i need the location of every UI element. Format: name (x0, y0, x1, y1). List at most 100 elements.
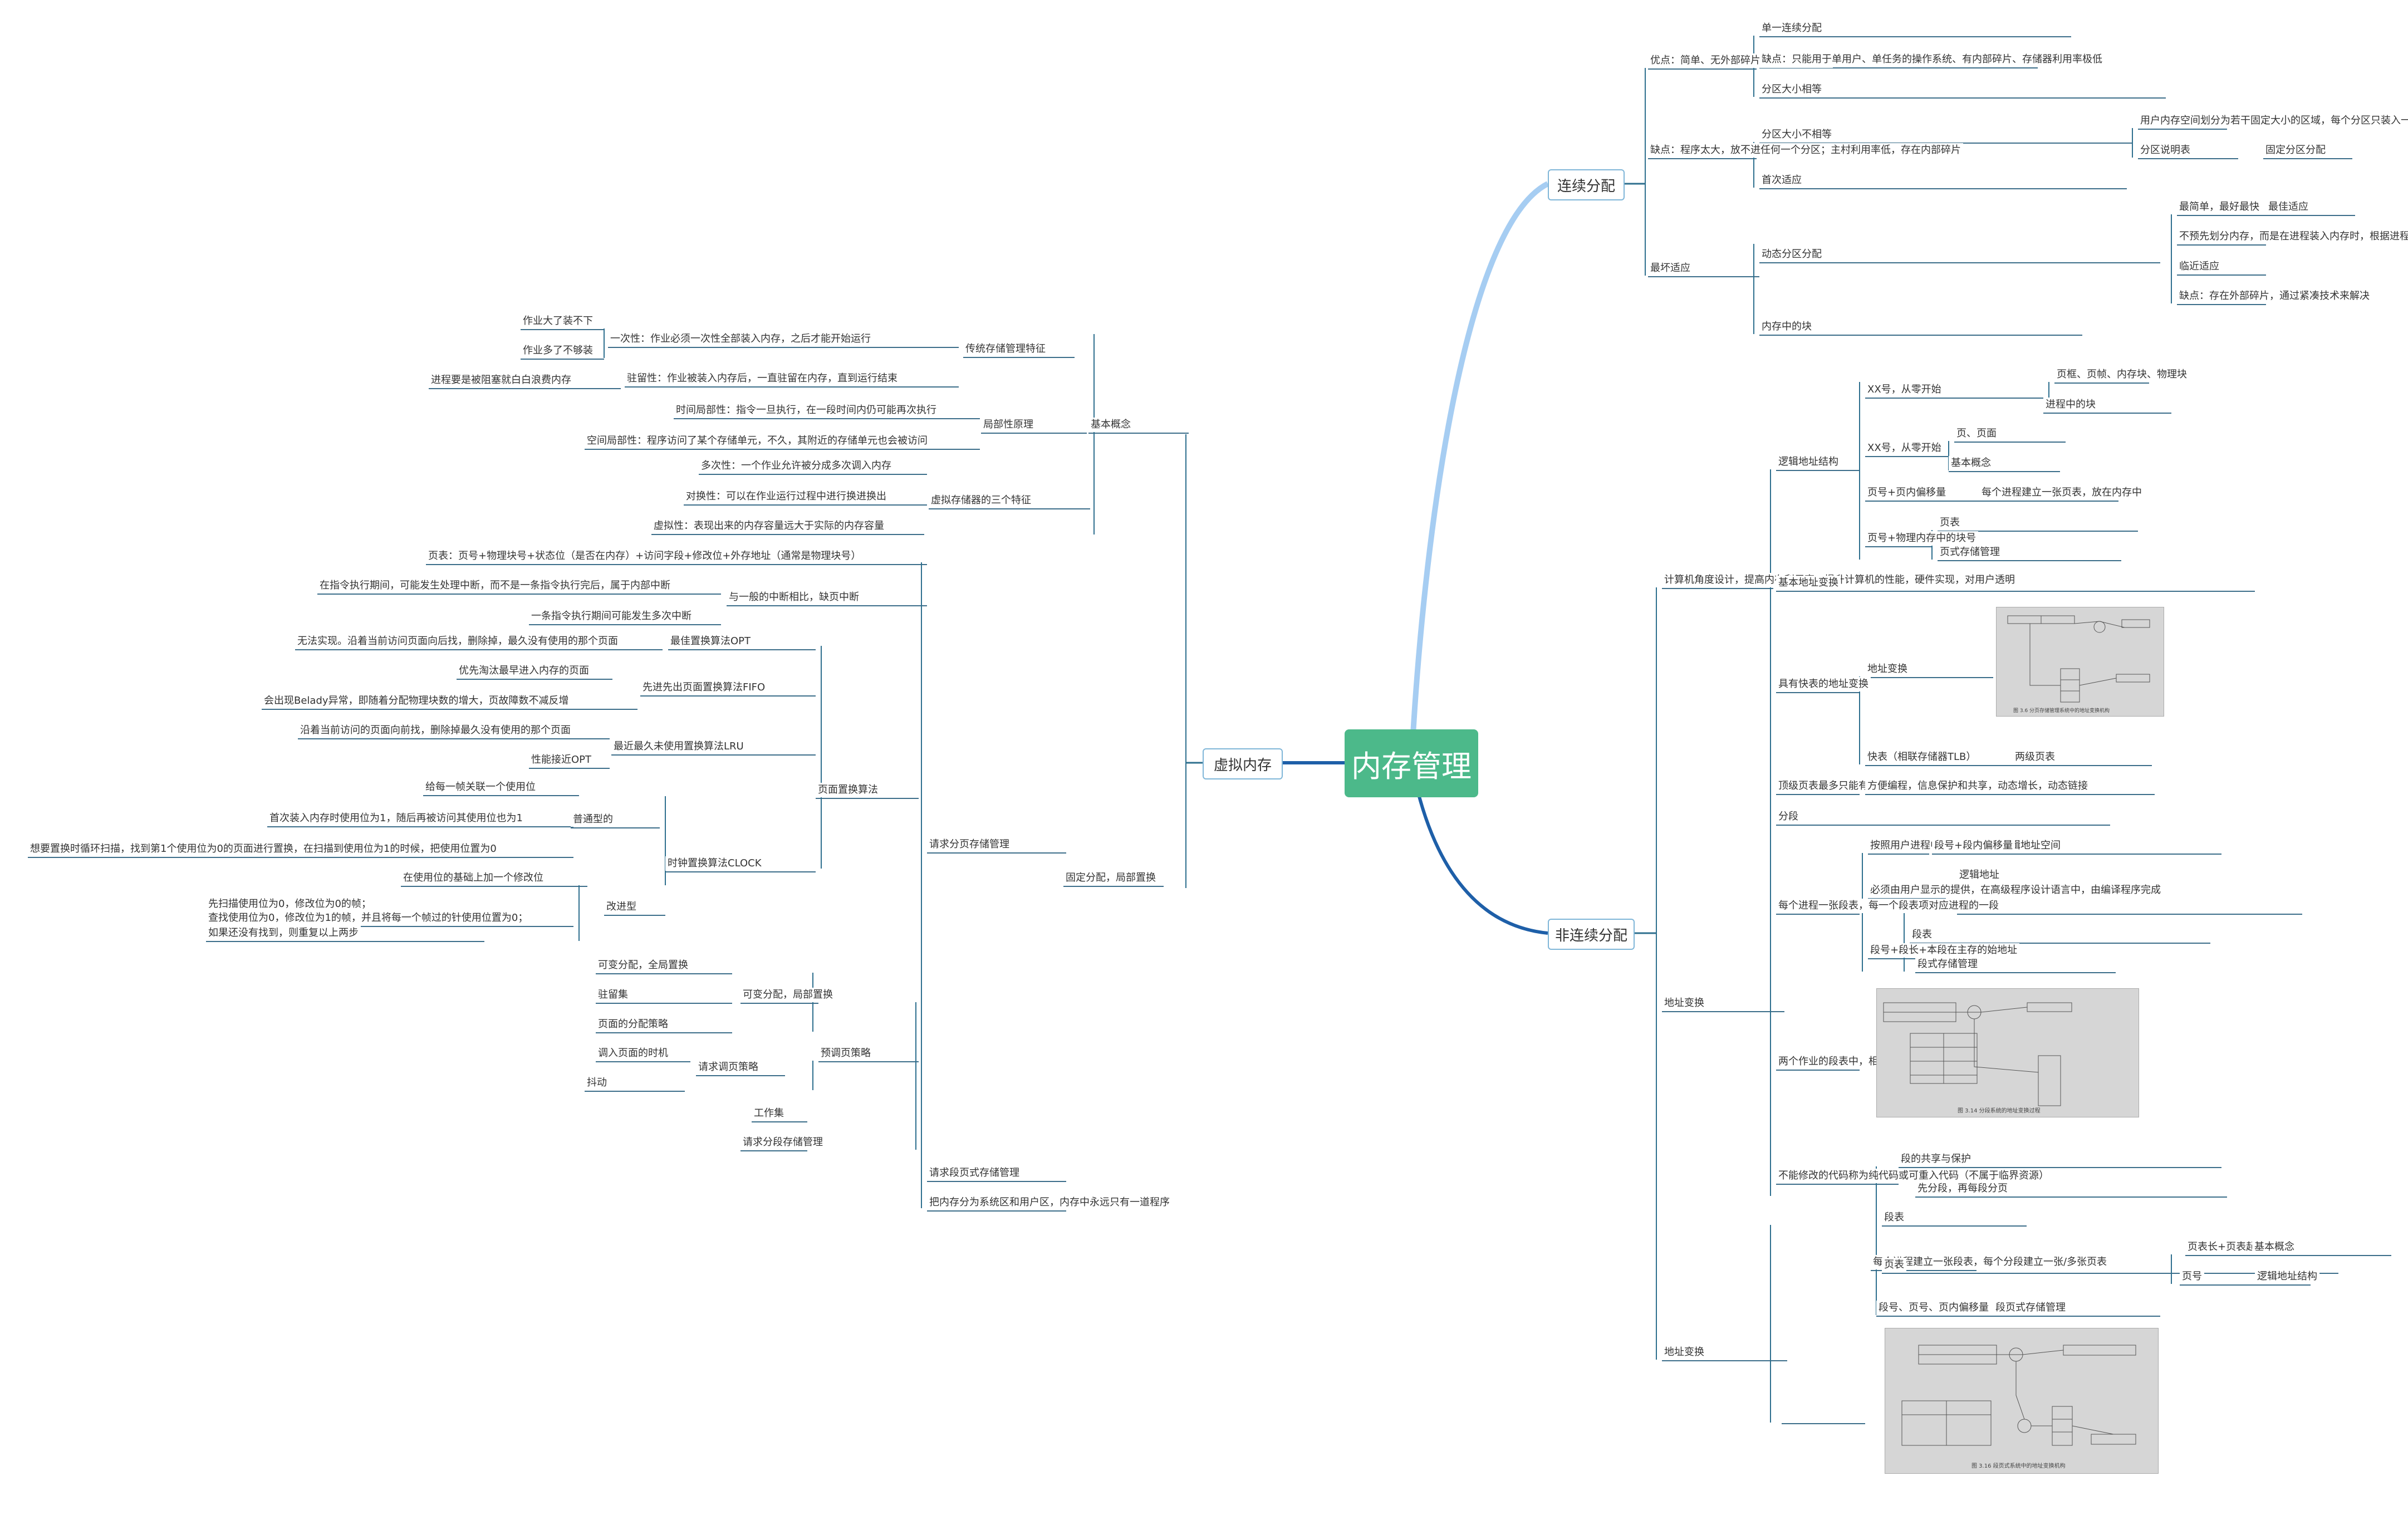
node-52[interactable]: 单一连续分配 (1759, 21, 1824, 36)
node-10[interactable]: 多次性：一个作业允许被分成多次调入内存 (699, 459, 894, 473)
node-29[interactable]: 首次装入内存时使用位为1，随后再被访问其使用位也为1 (267, 811, 525, 826)
node-67[interactable]: 临近适应 (2177, 259, 2221, 274)
node-36[interactable]: 如果还没有找到，则重复以上两步 (206, 926, 361, 940)
node-83[interactable]: 基本地址变换 (1776, 576, 1841, 590)
node-41[interactable]: 驻留集 (596, 988, 630, 1002)
node-6[interactable]: 时间局部性：指令一旦执行，在一段时间内仍可能再次执行 (674, 403, 939, 418)
node-30[interactable]: 时钟置换算法CLOCK (665, 856, 764, 871)
node-3[interactable]: 传统存储管理特征 (963, 342, 1048, 356)
node-105[interactable]: 段表 (1882, 1210, 1906, 1225)
node-0[interactable]: 作业大了装不下 (521, 314, 595, 328)
node-39[interactable]: 固定分配，局部置换 (1063, 871, 1158, 885)
node-63[interactable]: 最佳适应 (2266, 200, 2311, 214)
node-111[interactable]: 逻辑地址结构 (2255, 1269, 2319, 1284)
node-110[interactable]: 页号 (2180, 1269, 2204, 1284)
node-26[interactable]: 页面置换算法 (816, 783, 880, 797)
node-54[interactable]: 缺点：只能用于单用户、单任务的操作系统、有内部碎片、存储器利用率极低 (1759, 52, 2105, 67)
node-77[interactable]: 页号+页内偏移量 (1865, 486, 1949, 500)
node-72[interactable]: 进程中的块 (2043, 398, 2098, 412)
node-61[interactable]: 首次适应 (1759, 173, 1804, 188)
node-107[interactable]: 基本概念 (2252, 1240, 2297, 1254)
node-114[interactable]: 地址变换 (1662, 1345, 1706, 1360)
node-32[interactable]: 在使用位的基础上加一个修改位 (401, 871, 546, 885)
node-16[interactable]: 与一般的中断相比，缺页中断 (727, 590, 861, 605)
node-24[interactable]: 最近最久未使用置换算法LRU (611, 739, 746, 754)
node-89[interactable]: 方便编程，信息保护和共享，动态增长，动态链接 (1865, 779, 2090, 793)
node-56[interactable]: 用户内存空间划分为若干固定大小的区域，每个分区只装入一道作业 (2138, 114, 2408, 128)
node-112[interactable]: 段号、页号、页内偏移量 (1876, 1301, 1991, 1315)
node-11[interactable]: 对换性：可以在作业运行过程中进行换进换出 (684, 489, 889, 504)
node-85[interactable]: 具有快表的地址变换 (1776, 677, 1871, 692)
node-80[interactable]: 页号+物理内存中的块号 (1865, 531, 1979, 546)
node-97[interactable]: 段表 (1910, 928, 1934, 942)
node-48[interactable]: 工作集 (752, 1106, 786, 1121)
node-104[interactable]: 先分段，再每段分页 (1915, 1181, 2010, 1196)
node-60[interactable]: 缺点：程序太大，放不进任何一个分区；主村利用率低，存在内部碎片 (1648, 143, 1963, 158)
node-7[interactable]: 局部性原理 (981, 418, 1036, 432)
node-66[interactable]: 最坏适应 (1648, 261, 1693, 276)
node-78[interactable]: 每个进程建立一张页表，放在内存中 (1979, 486, 2144, 500)
node-42[interactable]: 可变分配，局部置换 (740, 988, 835, 1002)
node-87[interactable]: 两级页表 (2013, 750, 2057, 764)
branch-contiguous[interactable]: 连续分配 (1548, 169, 1625, 200)
node-15[interactable]: 在指令执行期间，可能发生处理中断，而不是一条指令执行完后，属于内部中断 (317, 578, 673, 593)
node-57[interactable]: 分区大小不相等 (1759, 128, 1834, 142)
node-68[interactable]: 缺点：存在外部碎片，通过紧凑技术来解决 (2177, 289, 2372, 303)
node-43[interactable]: 页面的分配策略 (596, 1017, 670, 1032)
node-17[interactable]: 一条指令执行期间可能发生多次中断 (529, 609, 694, 624)
node-100[interactable]: 地址变换 (1662, 996, 1706, 1011)
node-51[interactable]: 把内存分为系统区和用户区，内存中永远只有一道程序 (927, 1195, 1172, 1210)
node-59[interactable]: 固定分区分配 (2263, 143, 2328, 158)
node-50[interactable]: 请求段页式存储管理 (927, 1166, 1022, 1180)
node-21[interactable]: 先进先出页面置换算法FIFO (640, 680, 768, 695)
node-109[interactable]: 页表 (1882, 1258, 1906, 1272)
node-96[interactable]: 每个进程一张段表，每一个段表项对应进程的一段 (1776, 899, 2001, 913)
node-20[interactable]: 优先淘汰最早进入内存的页面 (457, 664, 591, 678)
node-22[interactable]: 会出现Belady异常，即随着分配物理块数的增大，页故障数不减反增 (262, 694, 571, 708)
node-8[interactable]: 基本概念 (1088, 418, 1133, 432)
node-98[interactable]: 段号+段长+本段在主存的始地址 (1868, 943, 2020, 958)
node-99[interactable]: 段式存储管理 (1915, 957, 1980, 972)
node-19[interactable]: 最佳置换算法OPT (668, 634, 753, 649)
node-58[interactable]: 分区说明表 (2138, 143, 2193, 158)
node-1[interactable]: 作业多了不够装 (521, 344, 595, 358)
node-28[interactable]: 普通型的 (571, 812, 615, 827)
node-23[interactable]: 沿着当前访问的页面向前找，删除掉最久没有使用的那个页面 (298, 723, 573, 738)
node-69[interactable]: 内存中的块 (1759, 320, 1814, 334)
node-2[interactable]: 一次性：作业必须一次性全部装入内存，之后才能开始运行 (608, 332, 873, 346)
node-75[interactable]: 基本概念 (1949, 456, 1993, 470)
node-113[interactable]: 段页式存储管理 (1993, 1301, 2068, 1315)
node-49[interactable]: 请求分段存储管理 (740, 1135, 825, 1150)
node-71[interactable]: XX号，从零开始 (1865, 382, 1944, 397)
node-25[interactable]: 性能接近OPT (529, 753, 594, 767)
branch-noncontiguous[interactable]: 非连续分配 (1548, 919, 1635, 950)
node-84[interactable]: 地址变换 (1865, 662, 1910, 676)
node-94[interactable]: 必须由用户显示的提供，在高级程序设计语言中，由编译程序完成 (1868, 883, 2163, 898)
node-45[interactable]: 调入页面的时机 (596, 1046, 670, 1061)
node-86[interactable]: 快表（相联存储器TLB） (1865, 750, 1979, 764)
node-44[interactable]: 预调页策略 (818, 1046, 873, 1061)
node-93[interactable]: 逻辑地址 (1957, 868, 2002, 882)
node-5[interactable]: 驻留性：作业被装入内存后，一直驻留在内存，直到运行结束 (625, 371, 900, 386)
node-108[interactable]: 每个进程建立一张段表，每个分段建立一张/多张页表 (1871, 1255, 2110, 1269)
node-74[interactable]: XX号，从零开始 (1865, 441, 1944, 455)
branch-virtual-memory[interactable]: 虚拟内存 (1203, 748, 1283, 779)
node-37[interactable]: 请求分页存储管理 (927, 837, 1012, 852)
node-47[interactable]: 抖动 (585, 1076, 609, 1090)
node-35[interactable]: 改进型 (604, 900, 639, 914)
node-90[interactable]: 分段 (1776, 810, 1801, 824)
node-65[interactable]: 动态分区分配 (1759, 247, 1824, 262)
node-40[interactable]: 可变分配，全局置换 (596, 958, 690, 973)
node-31[interactable]: 想要置换时循环扫描，找到第1个使用位为0的页面进行置换，在扫描到使用位为1的时候… (28, 842, 499, 856)
node-18[interactable]: 无法实现。沿着当前访问页面向后找，删除掉，最久没有使用的那个页面 (295, 634, 620, 649)
node-27[interactable]: 给每一帧关联一个使用位 (423, 780, 538, 795)
node-102[interactable]: 段的共享与保护 (1899, 1152, 1973, 1166)
node-4[interactable]: 进程要是被阻塞就白白浪费内存 (429, 373, 573, 388)
node-34[interactable]: 查找使用位为0，修改位为1的帧，并且将每一个帧过的针使用位置为0； (206, 911, 531, 925)
node-55[interactable]: 分区大小相等 (1759, 82, 1824, 97)
node-73[interactable]: 页、页面 (1954, 426, 1999, 441)
node-92[interactable]: 段号+段内偏移量 (1932, 838, 2015, 853)
node-79[interactable]: 页表 (1938, 516, 1962, 530)
node-70[interactable]: 页框、页帧、内存块、物理块 (2054, 367, 2189, 382)
node-9[interactable]: 空间局部性：程序访问了某个存储单元，不久，其附近的存储单元也会被访问 (585, 434, 930, 448)
